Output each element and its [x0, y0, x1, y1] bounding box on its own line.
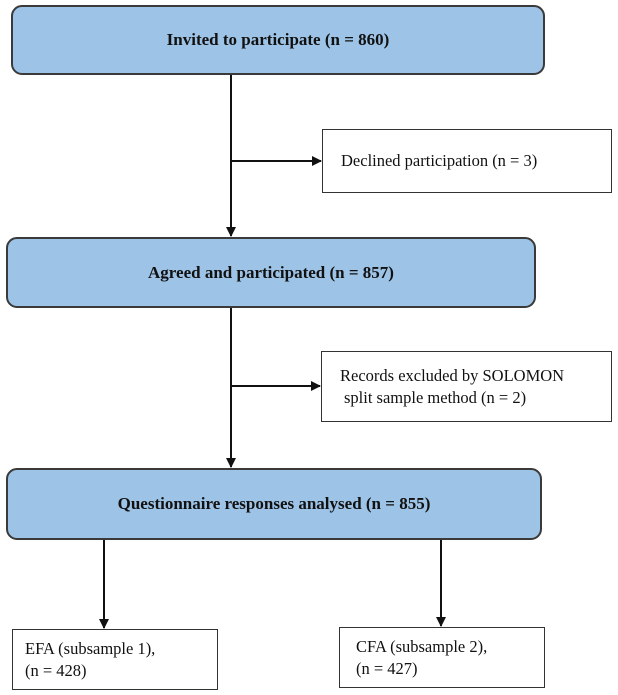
- box-excluded-line1: Records excluded by SOLOMON: [340, 366, 565, 386]
- box-efa: EFA (subsample 1), (n = 428): [12, 629, 218, 690]
- box-analysed: Questionnaire responses analysed (n = 85…: [6, 468, 542, 540]
- box-cfa-line1: CFA (subsample 2),: [356, 637, 488, 657]
- box-analysed-label: Questionnaire responses analysed (n = 85…: [117, 494, 431, 513]
- box-declined-label: Declined participation (n = 3): [341, 151, 538, 171]
- box-agreed-label: Agreed and participated (n = 857): [148, 262, 394, 282]
- box-excluded-line2: split sample method (n = 2): [344, 387, 527, 407]
- box-invited: Invited to participate (n = 860): [11, 5, 545, 75]
- box-excluded: Records excluded by SOLOMON split sample…: [321, 351, 612, 422]
- box-cfa-line2: (n = 427): [356, 658, 418, 678]
- box-efa-line1: EFA (subsample 1),: [25, 639, 156, 659]
- box-invited-label: Invited to participate (n = 860): [166, 30, 390, 49]
- box-agreed: Agreed and participated (n = 857): [6, 237, 536, 308]
- box-efa-line2: (n = 428): [25, 660, 87, 680]
- box-declined: Declined participation (n = 3): [322, 129, 612, 193]
- box-cfa: CFA (subsample 2), (n = 427): [339, 627, 545, 688]
